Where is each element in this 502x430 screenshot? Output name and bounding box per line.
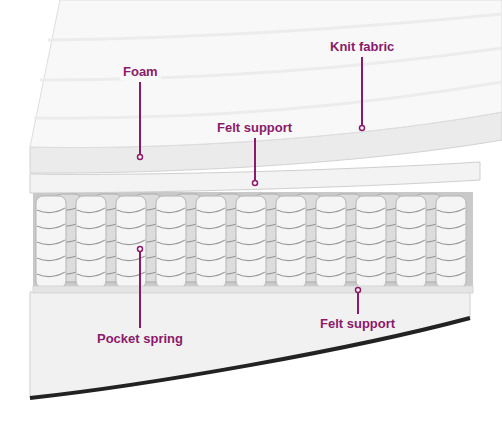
part-label: Felt support: [317, 316, 398, 332]
part-label: Knit fabric: [327, 39, 397, 55]
part-label: Pocket spring: [94, 331, 186, 347]
part-label: Felt support: [214, 120, 295, 136]
part-label: Foam: [120, 64, 161, 80]
